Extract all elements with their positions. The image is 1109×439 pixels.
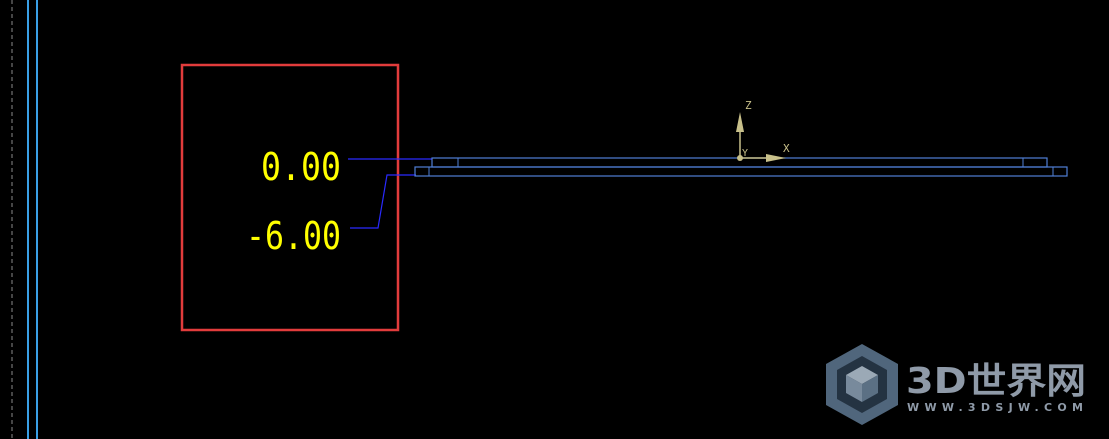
- y-axis-label: Y: [742, 148, 748, 159]
- part-bottom-plate[interactable]: [414, 166, 1068, 177]
- x-axis-label: X: [783, 142, 790, 155]
- leader-line-bottom: [350, 174, 416, 229]
- watermark: 3D世界网 WWW.3DSJW.COM: [826, 344, 1086, 425]
- x-axis-arrow-icon: [766, 154, 786, 162]
- z-axis-arrow-icon: [736, 112, 744, 132]
- watermark-brand: 3D世界网: [906, 361, 1086, 402]
- coordinate-triad: Z Y X: [736, 99, 790, 162]
- dimension-bottom-value[interactable]: -6.00: [246, 214, 341, 258]
- z-axis-label: Z: [745, 99, 752, 112]
- dimension-top-value[interactable]: 0.00: [261, 145, 341, 189]
- highlight-box: [180, 63, 400, 332]
- watermark-url: WWW.3DSJW.COM: [907, 401, 1083, 414]
- origin-point-icon: [737, 155, 743, 161]
- watermark-logo-icon: [826, 344, 898, 425]
